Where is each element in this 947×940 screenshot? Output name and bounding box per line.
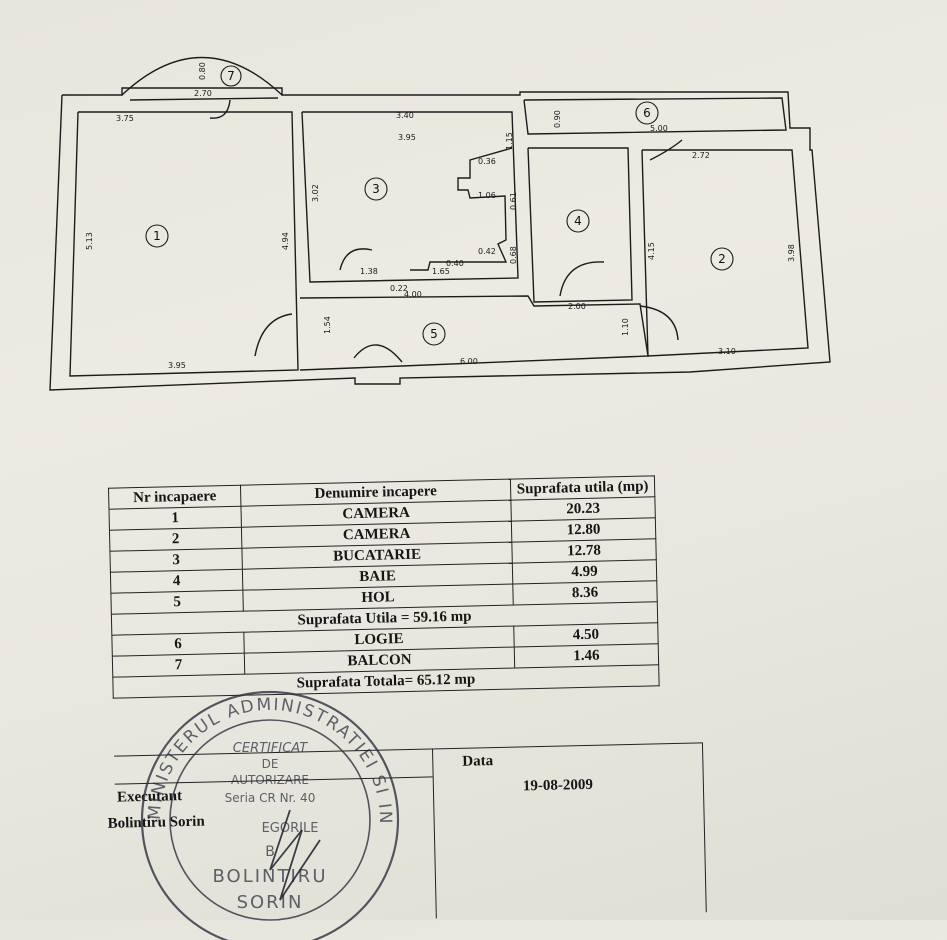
signature-scribble [269,809,321,901]
door-swing [254,313,293,357]
room-circle [220,65,242,87]
dimension-label: 0.42 [478,247,496,256]
dimension-label: 4.00 [404,290,422,299]
dimension-label: 3.02 [311,184,320,202]
cell-nr: 1 [108,506,242,531]
divider [701,742,707,913]
dimension-label: 2.72 [692,151,710,160]
dimension-label: 6.00 [460,357,478,366]
room-number: 3 [372,182,380,196]
door-swing [209,99,231,119]
dimension-label: 0.61 [509,192,518,210]
door-swing [649,139,683,161]
cell-nr: 5 [110,590,244,615]
hall-wall [299,295,649,371]
svg-text:Seria CR Nr. 40: Seria CR Nr. 40 [225,791,316,805]
room-circle [422,322,446,346]
room-4-wall [527,147,633,303]
dimension-label: 2.70 [194,89,212,98]
dimension-label: 0.36 [478,157,496,166]
outer-wall [49,87,831,391]
date-value: 19-08-2009 [522,776,594,795]
room-number: 1 [153,229,161,243]
room-circle [635,101,659,125]
dimension-label: 2.00 [568,302,586,311]
dimension-label: 0.40 [446,259,464,268]
date-label: Data [462,753,494,770]
room-number: 5 [430,327,438,341]
room-number: 2 [718,252,726,266]
cell-nr: 3 [109,548,243,573]
dimension-label: 1.06 [478,191,496,200]
svg-text:AUTORIZARE: AUTORIZARE [231,773,309,787]
door-swing [339,248,373,271]
dimension-label: 3.95 [168,361,186,370]
room-1-wall [69,111,299,377]
door-swing [639,305,679,341]
room-number: 7 [227,69,235,83]
dimension-label: 0.22 [390,284,408,293]
room-circle [364,177,388,201]
svg-text:EGORILE: EGORILE [262,821,319,836]
room-circle [710,247,734,271]
dimension-label: 4.15 [647,242,656,260]
official-seal: MINISTERUL ADMINISTRATIEI SI INTERNELOR … [120,660,400,940]
cell-nr: 4 [110,569,243,594]
dimension-label: 0.68 [509,246,518,264]
divider [431,748,437,919]
floor-plan: 1 2 3 4 5 6 7 0.80 2.70 3.75 3.40 3.95 1… [49,56,831,391]
room-number: 6 [643,106,651,120]
svg-text:SORIN: SORIN [237,892,304,913]
room-circle [145,224,169,248]
svg-text:DE: DE [262,757,279,771]
dimension-label: 1.15 [505,132,514,150]
dimension-label: 3.10 [718,347,736,356]
balcony-line [129,97,279,101]
header-nr: Nr incapaere [108,485,241,510]
kitchen-counter [410,147,513,271]
svg-text:CERTIFICAT: CERTIFICAT [233,741,308,756]
dimension-label: 1.38 [360,267,378,276]
balcony-arc [121,56,283,96]
door-swing [559,261,605,297]
dimension-label: 5.00 [650,124,668,133]
dimension-label: 5.13 [85,232,94,250]
dimension-label: 3.98 [787,244,796,262]
svg-text:BOLINTIRU: BOLINTIRU [213,866,328,887]
room-circle [566,209,590,233]
dimension-label: 0.90 [553,110,562,128]
dimension-label: 0.80 [198,62,207,80]
dimension-label: 4.94 [281,232,290,250]
dimension-label: 3.75 [116,114,134,123]
room-2-wall [641,149,809,357]
dimension-label: 1.10 [621,318,630,336]
room-number: 4 [574,214,582,228]
cell-nr: 6 [111,632,245,657]
cell-nr: 2 [109,527,242,552]
logia-wall [523,97,787,135]
dimension-label: 3.95 [398,133,416,142]
room-3-wall [301,111,519,283]
dimension-label: 1.54 [323,316,332,334]
dimension-label: 3.40 [396,111,414,120]
door-swing [353,344,403,363]
svg-text:B: B [265,844,275,860]
dimension-label: 1.65 [432,267,450,276]
